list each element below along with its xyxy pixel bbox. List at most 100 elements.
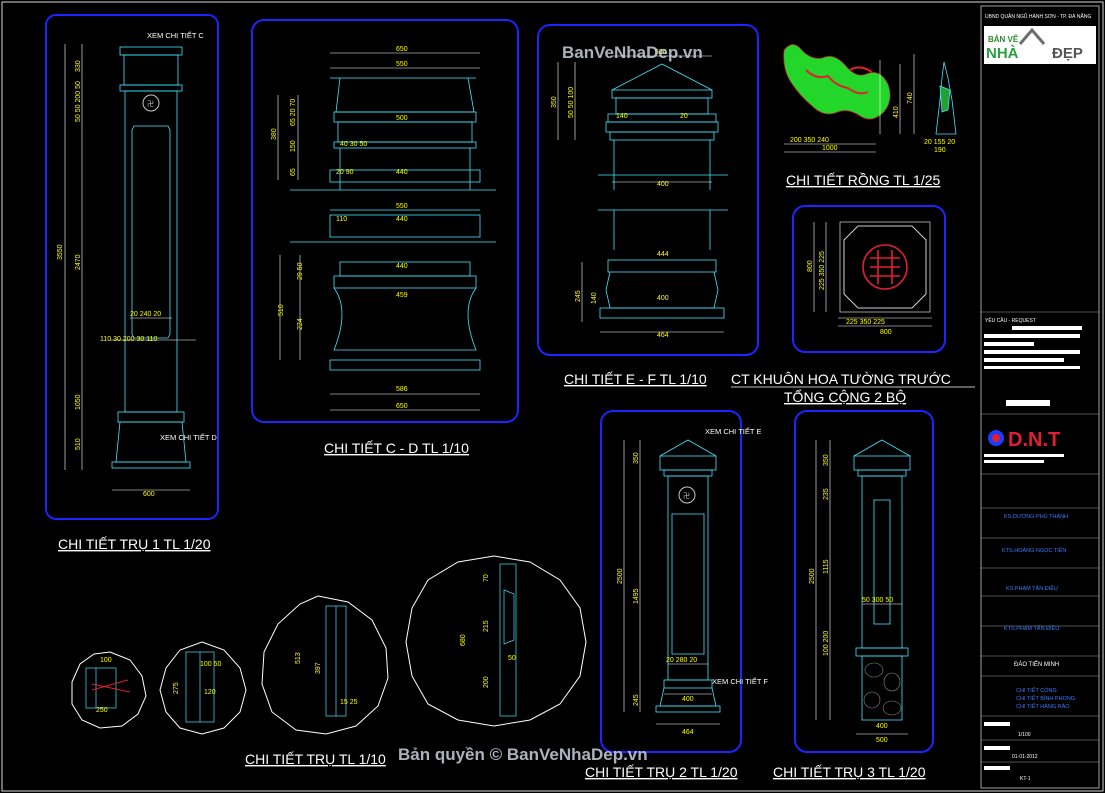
dim-t2-parts: 20 280 20 — [666, 657, 697, 664]
dim-ef-w1: 500 — [655, 49, 667, 56]
dim-t3-parts: 50 300 50 — [862, 597, 893, 604]
tb-role-2: KTS.HOÀNG NGỌC TIẾN — [1002, 547, 1066, 554]
dim-t2-a: 1495 — [633, 588, 640, 604]
frame-tru-1 — [45, 14, 219, 520]
tb-item-1: CHI TIẾT CỔNG — [1016, 687, 1057, 694]
dim-t1-low: 1050 — [75, 394, 82, 410]
dim-cd-w1: 650 — [396, 46, 408, 53]
dim-ef-h1: 350 — [551, 96, 558, 108]
dim-t2-b: 350 — [633, 452, 640, 464]
dim-cd-w2: 550 — [396, 61, 408, 68]
tb-date: 01-01-2012 — [1012, 754, 1038, 760]
dim-rong-h2: 410 — [893, 106, 900, 118]
dim-ef-w5: 464 — [657, 332, 669, 339]
tb-sheet: KT-1 — [1020, 776, 1031, 782]
dim-ef-h3: 245 — [575, 290, 582, 302]
logo-mid-text: NHÀ — [986, 45, 1019, 62]
dim-c1-a: 100 — [100, 657, 112, 664]
tb-item-3: CHI TIẾT HÀNG RÀO — [1016, 703, 1070, 710]
dim-c3-c: 15 25 — [340, 699, 358, 706]
dim-c4-e: 50 — [508, 655, 516, 662]
dim-cd-w11: 650 — [396, 403, 408, 410]
note-xem-c: XEM CHI TIẾT C — [147, 30, 204, 40]
dim-ef-w3: 444 — [657, 251, 669, 258]
detail-tru-3: 2500 1115 350 235 400 500 100 200 50 300… — [773, 410, 934, 780]
dim-t3-total: 2500 — [809, 568, 816, 584]
tb-company-top: UBND QUẬN NGŨ HÀNH SƠN - TP. ĐÀ NẴNG — [985, 13, 1091, 20]
frame-khuon-hoa — [792, 205, 946, 353]
watermark-top: BanVeNhaDep.vn — [562, 43, 703, 62]
banvenhadep-logo: BẢN VẼ NHÀ ĐẸP — [984, 26, 1096, 64]
dim-t3-e: 500 — [876, 737, 888, 744]
detail-rong: 1000 200 350 240 740 410 20 155 20 190 C… — [783, 44, 957, 188]
dim-cd-w10: 586 — [396, 386, 408, 393]
dim-t1-top-a: 330 — [75, 60, 82, 72]
dim-rong-small: 20 155 20 — [924, 139, 955, 146]
dim-ef-w4: 400 — [657, 295, 669, 302]
dnt-logo: D.N.T — [984, 429, 1064, 463]
note-xem-f: XEM CHI TIẾT F — [712, 676, 768, 686]
dim-cd-h6: 224 — [297, 318, 304, 330]
dim-cd-s3: 20 90 — [336, 169, 354, 176]
dim-ef-w2: 400 — [657, 181, 669, 188]
dim-kh-parts: 225 350 225 — [846, 319, 885, 326]
title-khuon-1: CT KHUÔN HOA TƯỜNG TRƯỚC — [731, 371, 951, 387]
dim-t1-w: 600 — [143, 491, 155, 498]
dim-c3-a: 513 — [295, 652, 302, 664]
dim-cd-w3: 500 — [396, 115, 408, 122]
title-c-d: CHI TIẾT C - D TL 1/10 — [324, 440, 469, 456]
dim-c4-a: 680 — [460, 634, 467, 646]
watermark-bottom: Bản quyền © BanVeNhaDep.vn — [398, 745, 648, 764]
dim-t1-bot: 510 — [75, 438, 82, 450]
frame-e-f — [537, 24, 759, 356]
dnt-logo-text: D.N.T — [1008, 429, 1060, 451]
dim-cd-s2: 40 30 50 — [340, 141, 367, 148]
detail-c-d: 650 550 500 440 550 440 440 459 586 650 … — [251, 19, 519, 456]
note-xem-d: XEM CHI TIẾT D — [160, 432, 217, 442]
dim-cd-h4: 65 — [290, 168, 297, 176]
dim-c2-a: 275 — [173, 682, 180, 694]
dim-rong-w: 1000 — [822, 145, 838, 152]
tb-request-label: YÊU CẦU - REQUEST — [985, 316, 1036, 324]
dim-ef-s2: 140 — [616, 113, 628, 120]
dim-ef-s1: 20 — [680, 113, 688, 120]
dim-kh-w: 800 — [880, 329, 892, 336]
dim-cd-w5: 440 — [396, 216, 408, 223]
detail-tru-1: 卍 3550 2470 1050 510 330 50 50 200 50 60… — [45, 14, 219, 552]
dim-c2-b: 100 50 — [200, 661, 222, 668]
title-tru: CHI TIẾT TRỤ TL 1/10 — [245, 751, 386, 767]
dim-c1-b: 250 — [96, 707, 108, 714]
dim-cd-w6: 550 — [396, 203, 408, 210]
dim-kh-h: 800 — [807, 260, 814, 272]
dim-t2-c: 245 — [633, 694, 640, 706]
dim-t1-parts: 20 240 20 — [130, 311, 161, 318]
svg-text:卍: 卍 — [147, 100, 154, 108]
dim-cd-h2: 65 20 70 — [290, 99, 297, 126]
logo-top-text: BẢN VẼ — [988, 35, 1019, 44]
frame-tru-3 — [794, 410, 934, 753]
dim-cd-w9: 459 — [396, 292, 408, 299]
svg-text:卍: 卍 — [683, 492, 690, 500]
tb-item-2: CHI TIẾT BÌNH PHONG — [1016, 695, 1075, 702]
title-e-f: CHI TIẾT E - F TL 1/10 — [564, 371, 707, 387]
title-rong: CHI TIẾT RỒNG TL 1/25 — [786, 171, 941, 188]
dim-t1-mid: 2470 — [75, 254, 82, 270]
tb-role-3: KS.PHẠM TẤN ĐIỀU — [1006, 585, 1058, 592]
dim-c4-c: 215 — [483, 620, 490, 632]
tb-role-1: KS.DƯƠNG PHÚ THÀNH — [1004, 513, 1068, 520]
dim-t2-total: 2500 — [617, 568, 624, 584]
dim-t2-d: 400 — [682, 696, 694, 703]
dim-cd-h3: 150 — [290, 140, 297, 152]
dim-kh-hp: 225 350 225 — [819, 251, 826, 290]
title-tru-2: CHI TIẾT TRỤ 2 TL 1/20 — [585, 764, 738, 780]
tb-owner: ĐÀO TIẾN MINH — [1014, 661, 1059, 668]
frame-tru-2 — [600, 410, 742, 753]
dim-t3-a: 1115 — [823, 559, 830, 574]
dim-c4-b: 70 — [483, 574, 490, 582]
dim-ef-h2: 50 50 100 — [568, 87, 575, 118]
detail-tru-circles: 100 250 275 100 50 120 513 397 15 25 680… — [71, 555, 587, 767]
frame-c-d — [251, 19, 519, 423]
title-khuon-2: TỔNG CỘNG 2 BỘ — [784, 388, 906, 405]
detail-tru-2: 卍 2500 1495 350 245 400 464 20 280 20 XE… — [585, 410, 768, 780]
